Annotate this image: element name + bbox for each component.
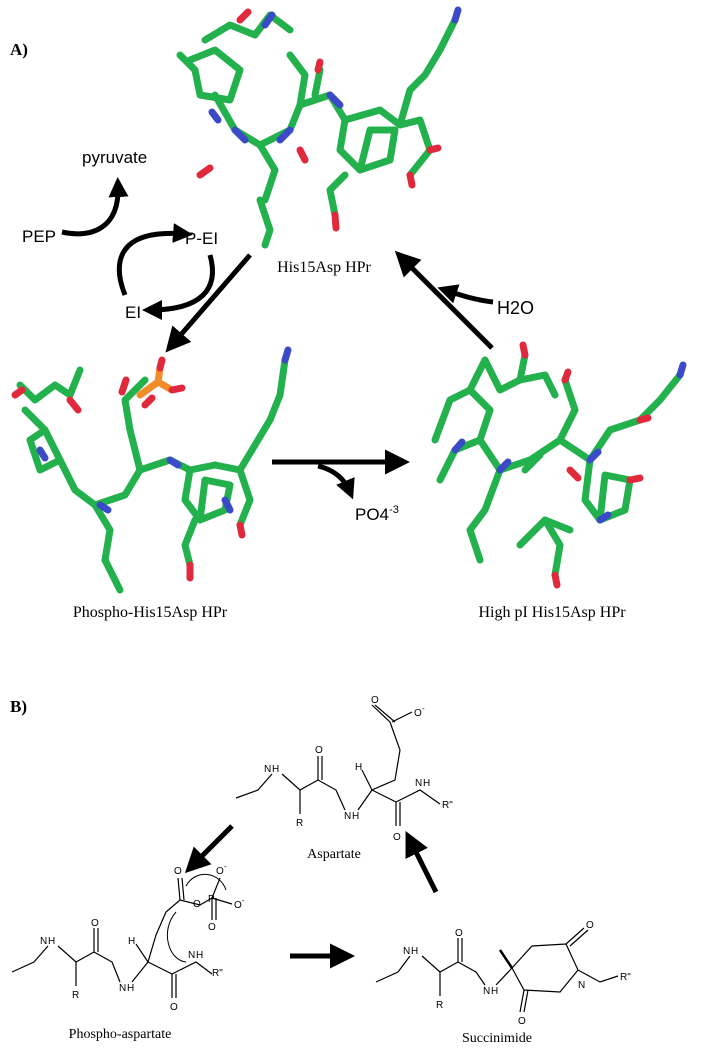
label-phospho-his15asp-hpr: Phospho-His15Asp HPr xyxy=(73,604,228,621)
structure-succinimide xyxy=(375,927,619,1013)
panel-a-label: A) xyxy=(10,40,28,59)
phospho-o-6: O xyxy=(170,1002,178,1013)
aspartate-r2: R" xyxy=(442,800,453,811)
aspartate-o-2: O xyxy=(393,832,401,843)
phospho-nh-1: N xyxy=(40,936,47,947)
phospho-o-2: O xyxy=(216,866,224,877)
phospho-r2: R" xyxy=(212,968,223,979)
pep-to-pyruvate-arrow xyxy=(61,177,129,237)
succinimide-r2: R" xyxy=(620,972,631,983)
structure-phospho-aspartate xyxy=(11,874,233,998)
succinimide-r: R xyxy=(436,1000,443,1011)
succinimide-nh-1: N xyxy=(403,946,410,957)
phospho-p: P xyxy=(208,894,215,905)
aspartate-carboxyl-o: O xyxy=(371,695,379,706)
label-high-pi-his15asp-hpr: High pI His15Asp HPr xyxy=(478,604,626,621)
ei-to-p-ei-arrow xyxy=(116,223,193,296)
phospho-charge-2: - xyxy=(242,896,245,905)
phospho-charge-1: - xyxy=(224,862,227,871)
phospho-o-3: O xyxy=(234,900,242,911)
succinimide-h-2: H xyxy=(491,986,498,997)
succinimide-h-1: H xyxy=(411,946,418,957)
label-succinimide: Succinimide xyxy=(462,1031,532,1046)
succinimide-nh-2: N xyxy=(483,986,490,997)
label-p-ei: P-EI xyxy=(185,229,218,248)
aspartate-alpha-h: H xyxy=(355,762,362,773)
phospho-o-4: O xyxy=(208,922,216,933)
phosphorylation-arrow xyxy=(165,253,252,353)
water-input-arrow xyxy=(437,284,494,305)
succinimide-o-3: O xyxy=(518,1016,526,1027)
aspartate-nh-2: N xyxy=(344,811,351,822)
aspartate-o-1: O xyxy=(315,745,323,756)
phospho-o-5: O xyxy=(91,918,99,929)
structure-his15asp-hpr xyxy=(176,6,462,249)
label-pyruvate: pyruvate xyxy=(82,148,147,167)
aspartate-n-3: N xyxy=(415,778,422,789)
aspartate-charge: - xyxy=(422,704,425,713)
label-pep: PEP xyxy=(22,227,56,246)
hydrolysis-arrow xyxy=(394,250,494,350)
aspartate-carboxylate-o: O xyxy=(414,708,422,719)
aspartate-h-3: H xyxy=(423,778,430,789)
phospho-alpha-h: H xyxy=(128,936,135,947)
p-ei-to-ei-arrow xyxy=(142,254,215,320)
pts-phosphorylation-cycle: PEP pyruvate P-EI EI xyxy=(22,148,218,322)
label-ei: EI xyxy=(125,303,141,322)
aspartate-nh-1: N xyxy=(264,764,271,775)
label-phospho-aspartate: Phospho-aspartate xyxy=(69,1027,172,1042)
phospho-r: R xyxy=(72,990,79,1001)
phospho-h-1: H xyxy=(48,936,55,947)
structure-aspartate xyxy=(235,704,441,826)
label-water: H2O xyxy=(497,298,534,318)
aspartate-to-phospho-arrow xyxy=(184,824,234,874)
succinimide-ring-n: N xyxy=(578,980,585,991)
succinimide-o-1: O xyxy=(455,928,463,939)
structure-phospho-his15asp-hpr xyxy=(11,346,292,594)
aspartate-h-2: H xyxy=(352,811,359,822)
aspartate-h-1: H xyxy=(272,764,279,775)
phospho-h-3: H xyxy=(196,950,203,961)
succinimide-to-aspartate-arrow xyxy=(405,831,439,894)
aspartate-r: R xyxy=(296,818,303,829)
succinimide-o-2: O xyxy=(586,920,594,931)
phospho-nh-2: N xyxy=(119,983,126,994)
label-his15asp-hpr: His15Asp HPr xyxy=(277,259,371,276)
phospho-ester-o: O xyxy=(193,899,201,910)
structure-high-pi-his15asp-hpr xyxy=(431,341,687,589)
phospho-o-1: O xyxy=(174,866,182,877)
label-phosphate: PO4-3 xyxy=(355,504,399,524)
phospho-n-3: N xyxy=(188,950,195,961)
phosphate-release-arrow xyxy=(317,463,355,500)
panel-b-label: B) xyxy=(10,697,27,716)
phospho-h-2: H xyxy=(127,983,134,994)
label-aspartate: Aspartate xyxy=(307,847,361,862)
